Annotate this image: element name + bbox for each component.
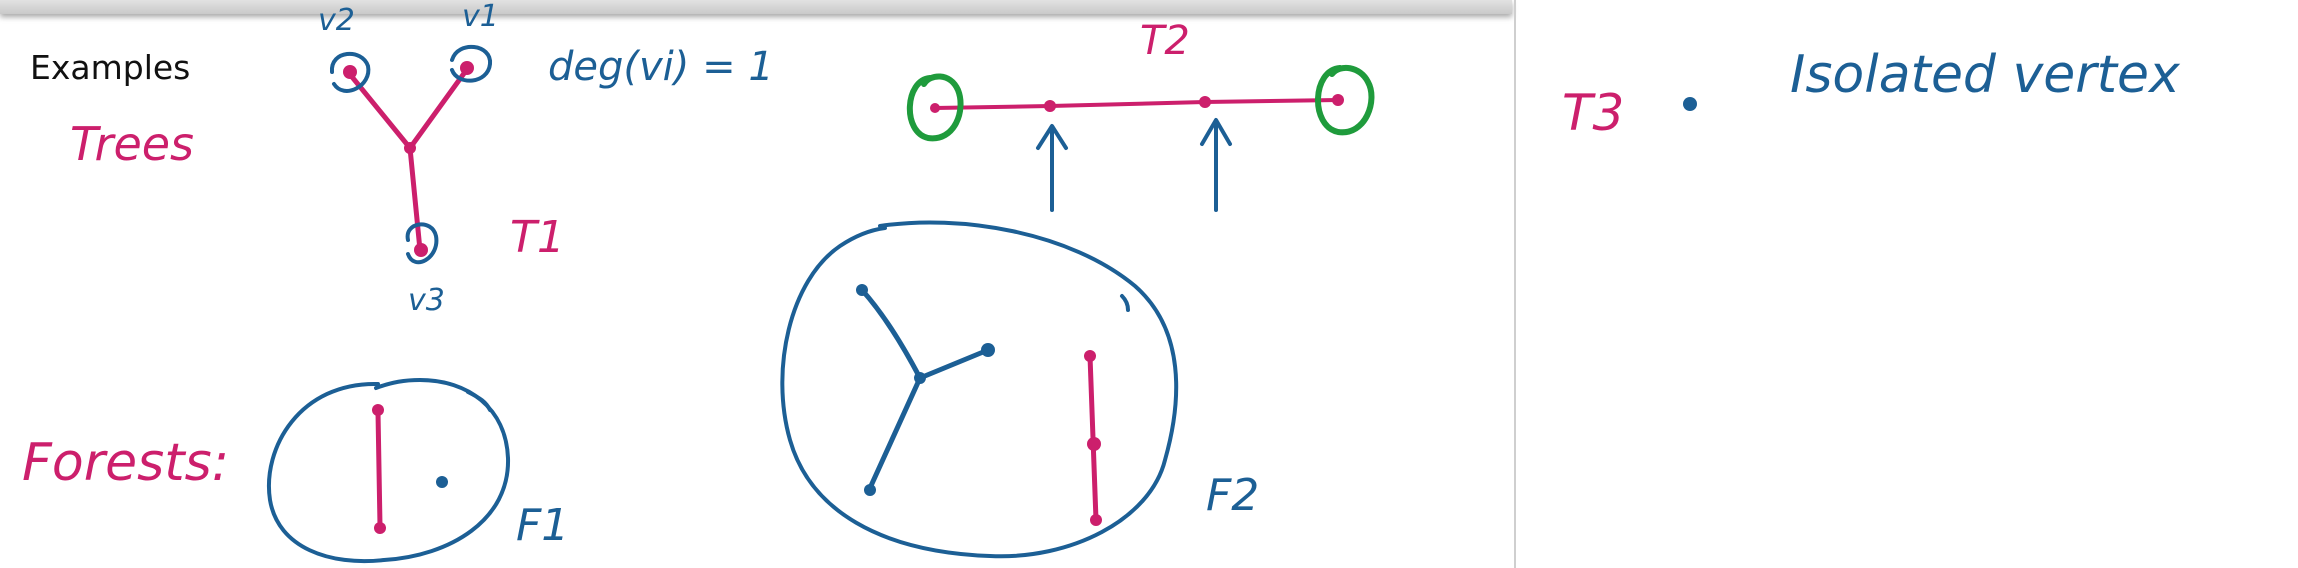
forest-label-f2: F2 — [1206, 470, 1259, 521]
isolated-vertex-note: Isolated vertex — [1790, 45, 2181, 105]
tree-t1 — [330, 44, 492, 265]
forest-f2 — [780, 220, 1179, 559]
trees-label: Trees — [70, 117, 194, 171]
tree-label-t2: T2 — [1140, 18, 1190, 64]
tree-label-t1: T1 — [510, 212, 565, 263]
slide-panel: Examples — [0, 0, 1512, 87]
vertex-label-v2: v2 — [318, 3, 355, 38]
forests-label: Forests: — [22, 433, 229, 493]
vertex-label-v3: v3 — [408, 283, 445, 318]
tree-t2 — [906, 64, 1375, 212]
forest-f1 — [267, 378, 511, 564]
forest-label-f1: F1 — [516, 500, 569, 551]
slide-heading: Examples — [30, 48, 191, 87]
degree-note: deg(vi) = 1 — [548, 44, 774, 90]
tree-t3 — [1683, 97, 1697, 111]
tree-label-t3: T3 — [1562, 84, 1624, 142]
vertex-label-v1: v1 — [462, 0, 499, 34]
slide-header-bar — [0, 0, 1512, 14]
panel-divider — [1514, 0, 1516, 568]
